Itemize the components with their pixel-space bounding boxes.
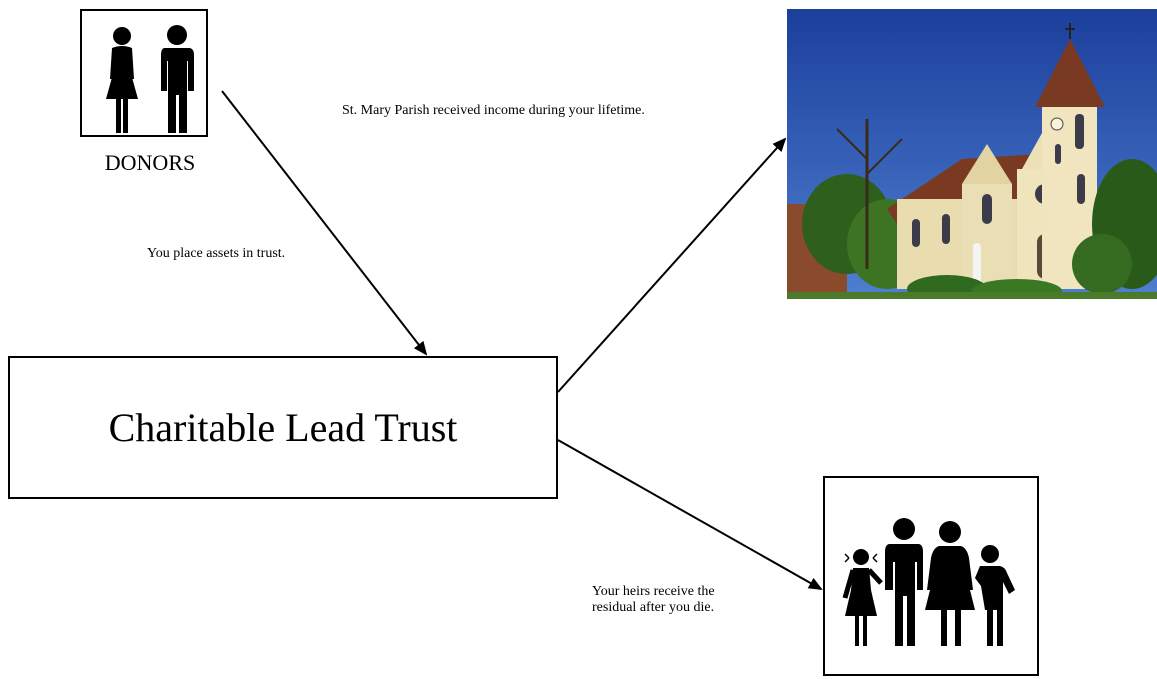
- church-photo: [787, 9, 1157, 299]
- family-icon: [842, 518, 1015, 646]
- donors-icon-box: [80, 9, 208, 137]
- trust-title: Charitable Lead Trust: [108, 405, 458, 450]
- man-and-woman-icon: [106, 25, 194, 133]
- heirs-icon-box: [823, 476, 1039, 676]
- donors-label: DONORS: [104, 150, 196, 175]
- arrow-trust-to-church: [557, 137, 787, 393]
- arrow-trust-to-heirs: [557, 439, 823, 590]
- note-parish-income: St. Mary Parish received income during y…: [342, 103, 645, 118]
- charitable-lead-trust-box: Charitable Lead Trust: [8, 356, 558, 499]
- arrow-donors-to-trust: [221, 90, 428, 356]
- church-illustration: [787, 9, 1157, 299]
- note-place-assets: You place assets in trust.: [147, 246, 286, 261]
- note-heirs-line-1: Your heirs receive the: [592, 584, 715, 599]
- note-heirs-residual: Your heirs receive the residual after yo…: [592, 584, 715, 616]
- note-heirs-line-2: residual after you die.: [592, 600, 715, 615]
